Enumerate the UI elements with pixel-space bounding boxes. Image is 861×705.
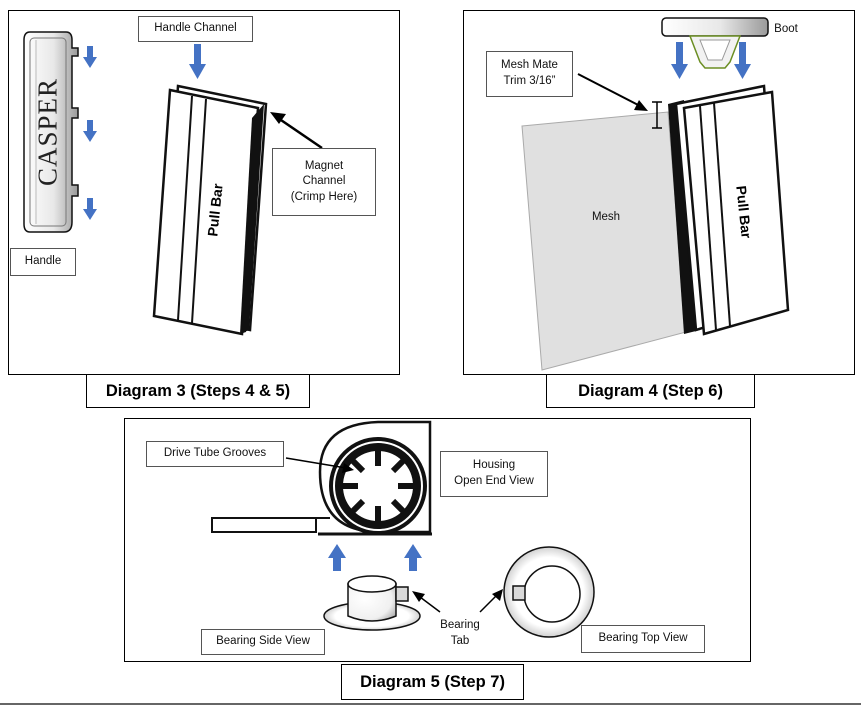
up-arrow-icon [328,544,422,571]
drive-tube-grooves-label: Drive Tube Grooves [146,441,284,467]
bearing-side-view [323,575,421,631]
page-bottom-rule [0,703,861,705]
pointer-arrow-icon [577,73,648,111]
pointer-arrow-icon [285,457,354,473]
bearing-side-view-label: Bearing Side View [201,629,325,655]
pull-bar-3 [152,84,268,336]
diagram-5-caption: Diagram 5 (Step 7) [341,664,524,700]
trim-dimension-marker [652,101,662,129]
down-arrow-icon [671,42,751,79]
handle-channel-label: Handle Channel [138,16,253,42]
down-arrow-icon [189,44,206,79]
mesh-label: Mesh [591,211,621,223]
pointer-arrow-icon [412,589,503,613]
diagram-3-caption: Diagram 3 (Steps 4 & 5) [86,374,310,408]
pointer-arrow-icon [270,112,323,150]
casper-handle [23,31,79,233]
housing-label: Housing Open End View [440,451,548,497]
boot-label: Boot [774,23,798,35]
housing [211,420,432,536]
bearing-top-view [503,546,595,638]
pull-bar-4 [668,84,790,336]
mesh-sheet [521,111,687,371]
handle-label: Handle [10,248,76,276]
down-arrow-icon [83,46,97,220]
casper-logo-text: CASPER [32,77,63,187]
bearing-tab-label: Bearing Tab [440,619,480,647]
bearing-top-view-label: Bearing Top View [581,625,705,653]
mesh-mate-label: Mesh Mate Trim 3/16” [486,51,573,97]
magnet-channel-label: Magnet Channel (Crimp Here) [272,148,376,216]
boot [661,17,769,69]
diagram-4-caption: Diagram 4 (Step 6) [546,374,755,408]
